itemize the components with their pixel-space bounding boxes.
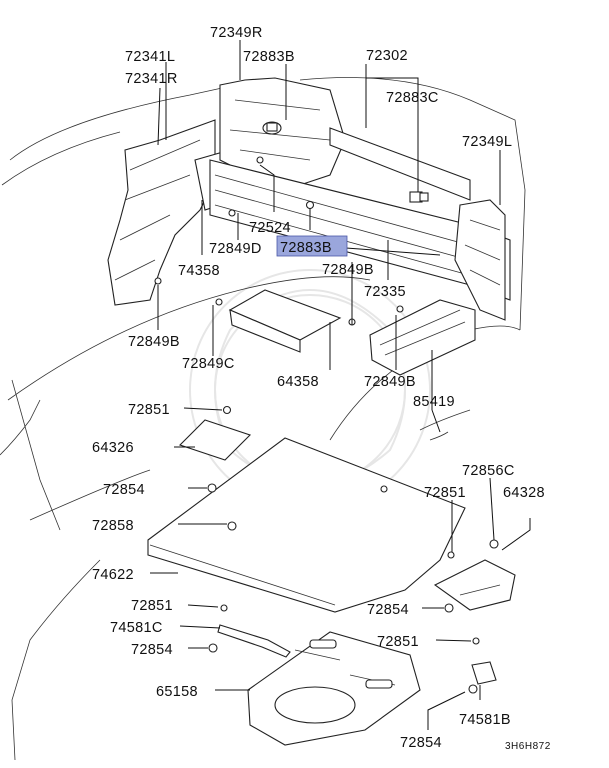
- label-65158[interactable]: 65158: [156, 684, 198, 700]
- spare-tire-tray: [247, 631, 421, 746]
- label-72849b-right[interactable]: 72849B: [364, 374, 416, 390]
- label-74581b[interactable]: 74581B: [459, 712, 511, 728]
- label-72856c[interactable]: 72856C: [462, 463, 515, 479]
- cover-64326: [178, 419, 252, 461]
- label-72854-d[interactable]: 72854: [400, 735, 442, 751]
- label-64326[interactable]: 64326: [92, 440, 134, 456]
- label-72302[interactable]: 72302: [366, 48, 408, 64]
- label-72858[interactable]: 72858: [92, 518, 134, 534]
- label-72524[interactable]: 72524: [249, 220, 291, 236]
- label-72335[interactable]: 72335: [364, 284, 406, 300]
- label-72851-d[interactable]: 72851: [377, 634, 419, 650]
- label-72341r[interactable]: 72341R: [125, 71, 178, 87]
- label-72854-c[interactable]: 72854: [131, 642, 173, 658]
- label-72883b-highlighted[interactable]: 72883B: [280, 240, 332, 256]
- highlighted-part-box: [276, 235, 348, 257]
- bracket-74581c: [217, 624, 291, 658]
- label-72849c[interactable]: 72849C: [182, 356, 235, 372]
- label-72849b-left[interactable]: 72849B: [128, 334, 180, 350]
- bracket-74581b: [471, 661, 497, 685]
- label-72849b-mid[interactable]: 72849B: [322, 262, 374, 278]
- trim-panel-72349r: [219, 77, 346, 186]
- bracket-72335: [369, 299, 476, 376]
- right-side-trim: [454, 199, 506, 321]
- label-72849d[interactable]: 72849D: [209, 241, 262, 257]
- label-64328[interactable]: 64328: [503, 485, 545, 501]
- part-labels: 72349R 72341L 72883B 72302 72341R 72883C…: [92, 25, 551, 752]
- label-72854-a[interactable]: 72854: [103, 482, 145, 498]
- label-85419[interactable]: 85419: [413, 394, 455, 410]
- fasteners: [154, 122, 499, 694]
- label-74358[interactable]: 74358: [178, 263, 220, 279]
- label-72854-b[interactable]: 72854: [367, 602, 409, 618]
- cover-64358: [228, 289, 342, 353]
- label-74581c[interactable]: 74581C: [110, 620, 163, 636]
- label-72341l[interactable]: 72341L: [125, 49, 175, 65]
- rear-panel-rail: [209, 127, 511, 301]
- left-side-trim: [107, 119, 236, 306]
- label-72349r[interactable]: 72349R: [210, 25, 263, 41]
- label-72851-a[interactable]: 72851: [128, 402, 170, 418]
- label-72851-b[interactable]: 72851: [424, 485, 466, 501]
- label-74622[interactable]: 74622: [92, 567, 134, 583]
- label-72349l[interactable]: 72349L: [462, 134, 512, 150]
- label-64358[interactable]: 64358: [277, 374, 319, 390]
- side-box-64328: [433, 559, 516, 611]
- diagram-code: 3H6H872: [505, 741, 551, 752]
- label-72883c[interactable]: 72883C: [386, 90, 439, 106]
- trunk-floor-board: [147, 437, 466, 613]
- leader-lines: [150, 40, 531, 730]
- label-72851-c[interactable]: 72851: [131, 598, 173, 614]
- label-72883b-top[interactable]: 72883B: [243, 49, 295, 65]
